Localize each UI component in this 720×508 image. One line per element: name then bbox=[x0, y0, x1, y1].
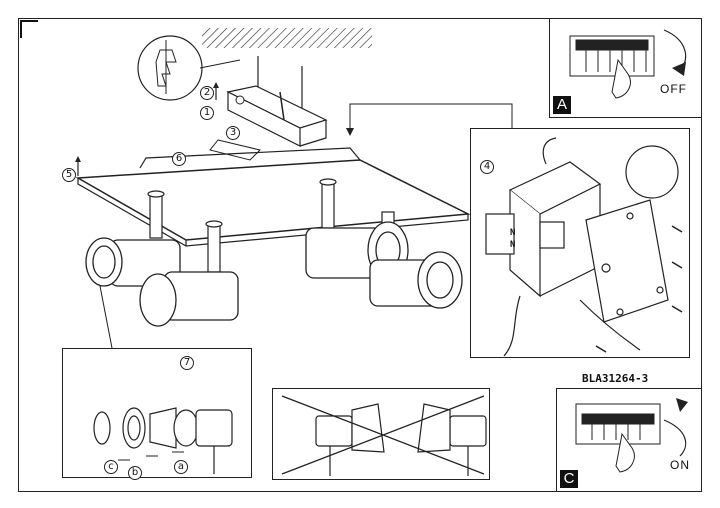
hand-icon-off bbox=[611, 58, 631, 99]
mounting-bracket bbox=[209, 85, 328, 161]
sub-a-marker: a bbox=[174, 460, 188, 474]
sub-b-marker: b bbox=[128, 466, 142, 480]
spotlight-exploded bbox=[93, 407, 233, 474]
lamp-icon-spot-4 bbox=[369, 251, 463, 309]
switch-on-label: ON bbox=[670, 458, 690, 472]
switch-off-label: OFF bbox=[660, 82, 687, 96]
step-4-marker: 4 bbox=[480, 160, 494, 174]
ceiling-hatch bbox=[202, 28, 372, 48]
step-2-marker: 2 bbox=[200, 86, 214, 100]
step-5-marker: 5 bbox=[62, 168, 76, 182]
wall-plug-icon bbox=[137, 35, 241, 101]
breaker-icon-off bbox=[569, 35, 655, 77]
wrong-orientation-drawing bbox=[281, 395, 487, 476]
neutral-label-top: N bbox=[510, 228, 516, 238]
model-code: BLA31264-3 bbox=[582, 372, 649, 385]
lamp-icon-spot-2 bbox=[139, 271, 239, 327]
arrow-icons-exploded bbox=[118, 451, 184, 461]
neutral-label-bottom: N bbox=[510, 240, 516, 250]
hand-icon-on bbox=[615, 432, 635, 473]
sub-c-marker: c bbox=[104, 460, 118, 474]
lamp-stems bbox=[147, 178, 395, 273]
breaker-icon-on bbox=[575, 403, 661, 445]
step-1-marker: 1 bbox=[200, 106, 214, 120]
arrow-icon-to-canopy bbox=[349, 103, 513, 130]
canopy-plate bbox=[75, 147, 471, 247]
junction-screws bbox=[595, 225, 683, 353]
junction-box bbox=[485, 137, 679, 357]
step-6-marker: 6 bbox=[172, 152, 186, 166]
arrow-icon-on bbox=[663, 419, 687, 457]
step-3-marker: 3 bbox=[226, 126, 240, 140]
step-7-marker: 7 bbox=[180, 356, 194, 370]
panel-a-tag: A bbox=[553, 96, 571, 114]
panel-c-tag: C bbox=[560, 470, 578, 488]
